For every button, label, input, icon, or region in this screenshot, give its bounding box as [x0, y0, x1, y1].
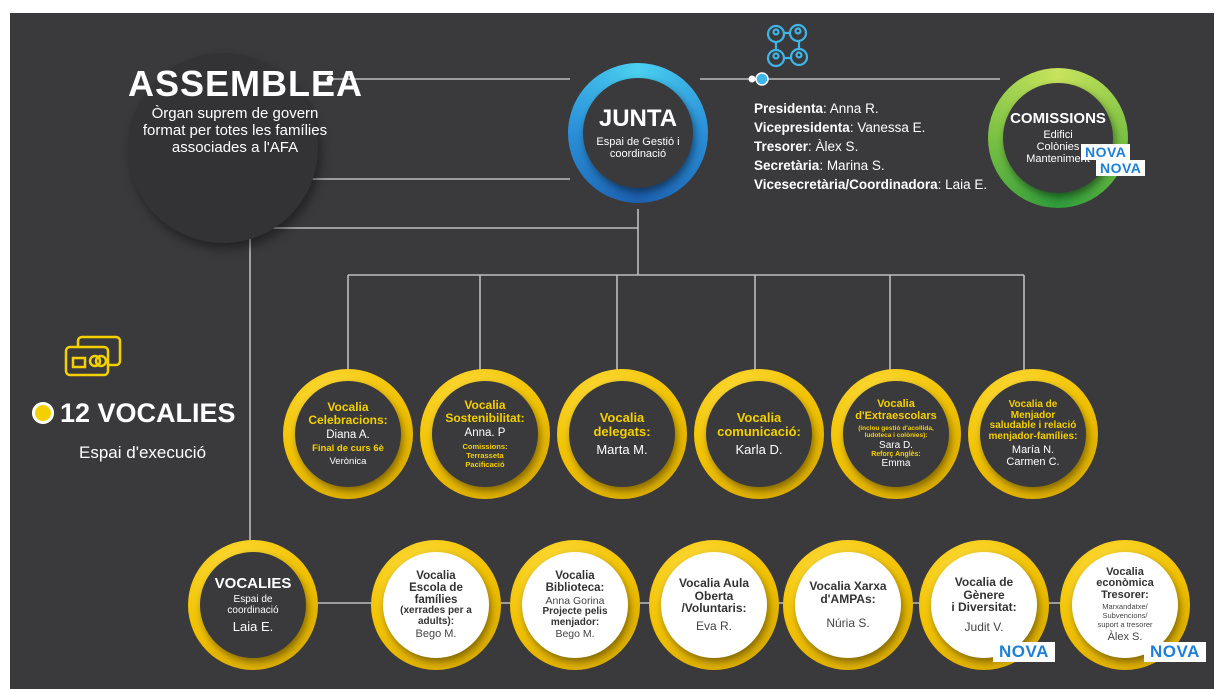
vocalia-delegats: Vocalia delegats: Marta M. [569, 381, 675, 487]
assemblea-block: ASSEMBLEA Òrgan suprem de govern format … [128, 63, 364, 157]
nova-badge-genere: NOVA [993, 642, 1055, 662]
vocalia-comunicacio: Vocalia comunicació: Karla D. [706, 381, 812, 487]
org-chart: ASSEMBLEA Òrgan suprem de govern format … [10, 13, 1214, 689]
junta-sub1: Espai de Gestió i [596, 135, 680, 148]
member-presidenta: Presidenta: Anna R. [754, 101, 879, 116]
vocalies-header-subtitle: Espai d'execució [79, 443, 207, 462]
junta-circle: JUNTA Espai de Gestió i coordinació [583, 78, 693, 188]
comissions-item-edifici: Edifici [1043, 129, 1073, 142]
nova-badge-manteniment: NOVA [1096, 160, 1146, 176]
bullet-dot-icon [32, 402, 54, 424]
junta-title: JUNTA [598, 105, 678, 133]
vocalia-extraescolars: Vocalia d'Extraescolars (inclou gestió d… [843, 381, 949, 487]
vocalia-escola-families: Vocalia Escola de famílies (xerrades per… [383, 552, 489, 658]
vocalia-economica: Vocalia econòmica Tresorer: Marxandatxe/… [1072, 552, 1178, 658]
comissions-circle: COMISSIONS Edifici Colònies Manteniment [1003, 83, 1113, 193]
assemblea-circle [128, 53, 318, 243]
assemblea-title: ASSEMBLEA [128, 63, 364, 104]
vocalia-xarxa-ampas: Vocalia Xarxa d'AMPAs: Núria S. [795, 552, 901, 658]
vocalia-menjador: Vocalia de Menjador saludable i relació … [980, 381, 1086, 487]
comissions-title: COMISSIONS [1010, 109, 1106, 127]
nova-badge-economica: NOVA [1144, 642, 1206, 662]
member-secretaria: Secretària: Marina S. [754, 158, 885, 173]
comissions-item-colonies: Colònies [1036, 141, 1080, 154]
cards-icon [62, 333, 124, 381]
comissions-item-manteniment: Manteniment [1026, 153, 1090, 166]
nova-badge-colonies: NOVA [1081, 144, 1131, 160]
vocalies-header-title: 12 VOCALIES [60, 398, 236, 428]
vocalia-sostenibilitat: Vocalia Sostenibilitat: Anna. P Comissio… [432, 381, 538, 487]
junta-sub2: coordinació [609, 147, 667, 160]
member-vicesecretaria: Vicesecretària/Coordinadora: Laia E. [754, 177, 988, 192]
vocalia-biblioteca: Vocalia Biblioteca: Anna Gorina Projecte… [522, 552, 628, 658]
junta-members: Presidenta: Anna R. Vicepresidenta: Vane… [754, 99, 987, 194]
vocalia-celebracions: Vocalia Celebracions: Diana A. Final de … [295, 381, 401, 487]
member-vicepresidenta: Vicepresidenta: Vanessa E. [754, 120, 926, 135]
vocalia-genere: Vocalia de Gènere i Diversitat: Judit V. [931, 552, 1037, 658]
assemblea-desc: Òrgan suprem de govern format per totes … [142, 105, 328, 156]
people-network-icon [762, 21, 814, 73]
member-tresorer: Tresorer: Àlex S. [754, 139, 859, 154]
vocalies-coordinacio: VOCALIES Espai de coordinació Laia E. [200, 552, 306, 658]
vocalia-aula-oberta: Vocalia Aula Oberta /Voluntaris: Eva R. [661, 552, 767, 658]
